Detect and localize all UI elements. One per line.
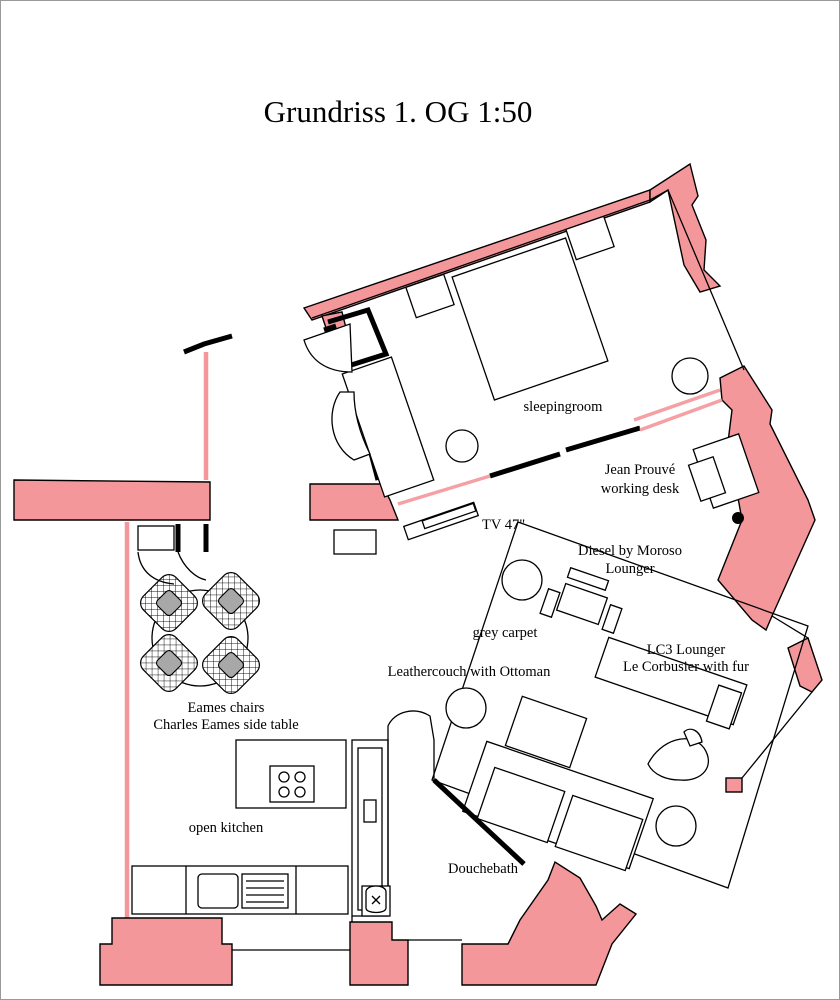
nightstand-right bbox=[565, 215, 615, 261]
couch-cushion-2 bbox=[554, 794, 644, 872]
lounger-arm-right bbox=[601, 603, 623, 635]
douchebath bbox=[232, 710, 526, 951]
couch-cushion-1 bbox=[476, 766, 566, 844]
bath-shelf-inner bbox=[357, 747, 383, 911]
bedroom-glass-1 bbox=[397, 474, 491, 506]
closet-door-swing-2 bbox=[177, 551, 207, 581]
working-desk bbox=[687, 433, 760, 524]
eames-chair-2 bbox=[202, 572, 260, 630]
label-grey-carpet: grey carpet bbox=[473, 625, 538, 641]
bath-divider-wall bbox=[432, 778, 526, 866]
leather-couch bbox=[461, 740, 655, 872]
bedroom-front-wall-1 bbox=[489, 451, 561, 479]
wall-left-extension bbox=[13, 479, 211, 521]
label-lc3-2: Le Corbusier with fur bbox=[623, 659, 749, 675]
kitchen-counter bbox=[131, 865, 349, 915]
living-furniture bbox=[445, 559, 748, 872]
entry-elements bbox=[137, 524, 209, 585]
upper-hinge bbox=[183, 333, 233, 355]
toilet-x-2 bbox=[371, 895, 381, 905]
kitchen bbox=[131, 739, 349, 915]
living-stool-3 bbox=[655, 805, 697, 847]
label-eames-2: Charles Eames side table bbox=[153, 717, 298, 733]
bedroom-glass-2 bbox=[639, 398, 723, 432]
label-douchebath: Douchebath bbox=[448, 861, 519, 877]
lc3-lounger bbox=[594, 636, 748, 730]
wall-right-main bbox=[717, 365, 816, 632]
right-window-edge bbox=[771, 615, 809, 639]
label-diesel-1: Diesel by Moroso bbox=[578, 543, 682, 559]
label-desk-2: working desk bbox=[601, 481, 680, 497]
lounger-arm-left bbox=[539, 587, 561, 619]
burner-1 bbox=[278, 771, 290, 783]
bedroom-chair bbox=[331, 391, 371, 461]
living-stool-1 bbox=[501, 559, 543, 601]
label-desk-1: Jean Prouvé bbox=[605, 462, 675, 478]
cooktop bbox=[269, 765, 315, 803]
tv-screen bbox=[421, 502, 477, 530]
bedroom-left-wall-small bbox=[323, 323, 337, 333]
closet-door-swing bbox=[137, 551, 175, 585]
nightstand-left bbox=[405, 273, 455, 319]
bath-wall bbox=[387, 710, 435, 780]
fur-chair bbox=[647, 738, 709, 781]
wall-bottom-middle bbox=[349, 921, 409, 986]
bedroom-outline bbox=[311, 189, 745, 371]
label-lc3-1: LC3 Lounger bbox=[647, 642, 726, 658]
eames-chair-4 bbox=[202, 636, 260, 694]
room-labels: sleepingroom Jean Prouvé working desk TV… bbox=[153, 399, 749, 877]
sink bbox=[197, 873, 239, 909]
right-window-edge-2 bbox=[741, 691, 813, 779]
plan-title: Grundriss 1. OG 1:50 bbox=[264, 94, 533, 129]
wall-bedroom-bottom-left bbox=[309, 483, 400, 521]
walls bbox=[13, 162, 823, 986]
diesel-lounger bbox=[539, 566, 623, 635]
bedroom-stool-1 bbox=[445, 429, 479, 463]
bedroom-stool-2 bbox=[671, 357, 709, 395]
ottoman bbox=[504, 695, 588, 769]
wardrobe bbox=[341, 356, 435, 498]
label-sleepingroom: sleepingroom bbox=[524, 399, 604, 415]
wall-bottom-left bbox=[99, 917, 233, 986]
bedroom-front-wall-2 bbox=[565, 425, 641, 453]
lc3-frame bbox=[594, 636, 748, 726]
label-diesel-2: Lounger bbox=[605, 561, 654, 577]
closet-box bbox=[137, 525, 175, 551]
bedroom-glass-3 bbox=[633, 388, 721, 422]
fur-chair-back bbox=[683, 728, 703, 747]
label-tv: TV 47" bbox=[482, 517, 525, 533]
bed bbox=[451, 237, 609, 401]
wall-bottom-right bbox=[461, 860, 638, 986]
desk-chair bbox=[687, 455, 727, 503]
burner-2 bbox=[294, 771, 306, 783]
lc3-headrest bbox=[705, 684, 743, 730]
small-box bbox=[333, 529, 377, 555]
bath-shelf-item bbox=[363, 799, 377, 823]
bedroom-door-swing bbox=[303, 323, 353, 373]
living-stool-2 bbox=[445, 687, 487, 729]
dining-area bbox=[140, 572, 260, 694]
wall-right-pier-1 bbox=[787, 637, 823, 693]
label-leathercouch: Leathercouch with Ottoman bbox=[388, 664, 551, 680]
label-eames-1: Eames chairs bbox=[188, 700, 265, 716]
eames-chair-1 bbox=[140, 574, 198, 632]
eames-chair-3 bbox=[140, 634, 198, 692]
burner-4 bbox=[294, 786, 306, 798]
burner-3 bbox=[278, 786, 290, 798]
desk-lamp bbox=[732, 512, 744, 524]
sleeping-room-furniture bbox=[303, 215, 709, 498]
label-open-kitchen: open kitchen bbox=[189, 820, 264, 836]
wall-top-right-corner bbox=[649, 162, 722, 293]
tv-unit bbox=[333, 501, 480, 555]
lounger-seat bbox=[555, 582, 609, 626]
wall-right-pier-2 bbox=[725, 777, 743, 793]
drainboard bbox=[241, 873, 289, 909]
lounger-armrest-top bbox=[566, 566, 610, 592]
